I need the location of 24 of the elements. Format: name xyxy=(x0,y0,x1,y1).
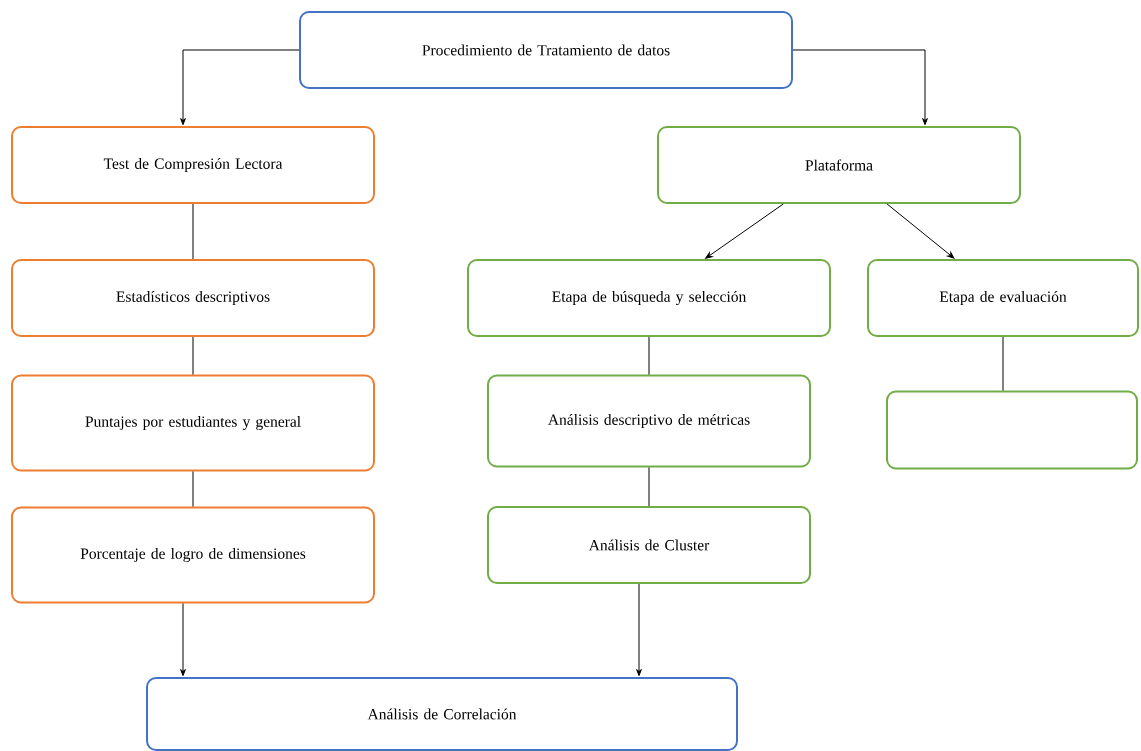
process-box: Etapa de búsqueda y selección xyxy=(467,259,831,337)
connector-line xyxy=(192,336,194,375)
arrow xyxy=(886,203,955,259)
arrow xyxy=(636,583,642,677)
process-box: Estadísticos descriptivos xyxy=(11,259,375,337)
connector-line xyxy=(648,467,650,507)
connector-line xyxy=(192,203,194,260)
arrow xyxy=(180,603,186,677)
arrow xyxy=(180,49,300,126)
process-box: Puntajes por estudiantes y general xyxy=(11,374,375,472)
process-box: Etapa de evaluación xyxy=(867,259,1139,337)
process-box: Análisis de Cluster xyxy=(487,506,811,584)
connector-line xyxy=(1002,336,1004,391)
process-box: Porcentaje de logro de dimensiones xyxy=(11,506,375,604)
process-box: Análisis descriptivo de métricas xyxy=(487,374,811,468)
process-box: Test de Compresión Lectora xyxy=(11,126,375,204)
connector-line xyxy=(192,471,194,507)
process-box: Análisis de Correlación xyxy=(146,677,738,751)
process-box: Plataforma xyxy=(657,126,1021,204)
empty-box xyxy=(886,390,1138,470)
connector-line xyxy=(648,336,650,375)
process-box: Procedimiento de Tratamiento de datos xyxy=(299,11,793,89)
arrow xyxy=(705,203,784,259)
arrow xyxy=(792,49,928,126)
